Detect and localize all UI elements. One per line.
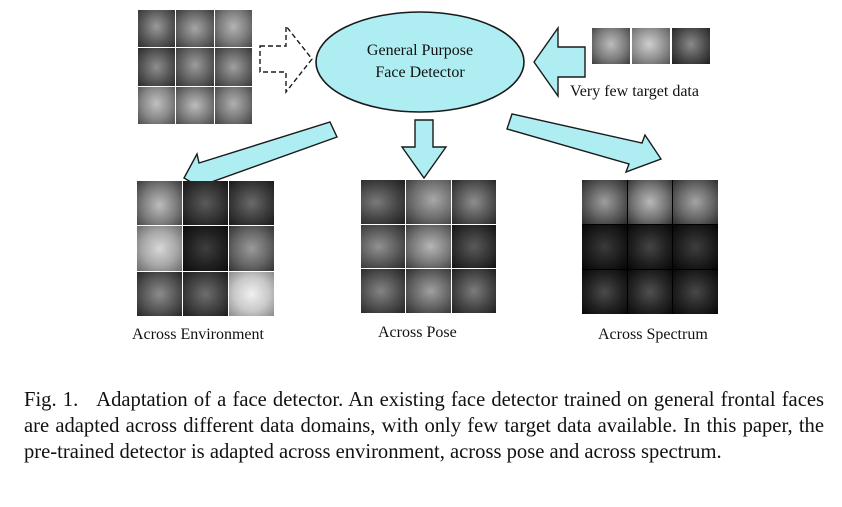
face-thumbnail — [451, 224, 496, 269]
face-thumbnail — [582, 225, 627, 269]
face-thumbnail — [582, 270, 627, 314]
pose-label: Across Pose — [378, 324, 457, 341]
face-thumbnail — [138, 48, 176, 86]
face-thumbnail — [627, 270, 673, 314]
spectrum-label: Across Spectrum — [598, 326, 708, 343]
face-thumbnail — [361, 269, 406, 313]
face-thumbnail — [406, 224, 451, 269]
face-thumbnail — [138, 86, 176, 124]
source-face-grid — [138, 10, 252, 124]
face-thumbnail — [229, 181, 274, 226]
face-thumbnail — [229, 226, 274, 271]
face-thumbnail — [183, 181, 228, 226]
face-thumbnail — [451, 180, 496, 224]
face-thumbnail — [229, 271, 274, 316]
arrow-to-spectrum — [506, 113, 663, 174]
face-thumbnail — [672, 28, 710, 64]
face-thumbnail — [137, 226, 182, 271]
face-thumbnail — [592, 28, 630, 64]
detector-ellipse — [315, 11, 525, 113]
target-data-arrow — [533, 25, 586, 99]
diagram-canvas — [183, 11, 663, 194]
figure-caption: Fig. 1.Adaptation of a face detector. An… — [24, 387, 824, 465]
pose-face-grid — [361, 180, 496, 313]
face-thumbnail — [214, 86, 252, 124]
environment-label: Across Environment — [132, 326, 264, 343]
environment-face-grid — [137, 181, 274, 316]
face-thumbnail — [176, 48, 214, 86]
face-thumbnail — [673, 225, 718, 269]
face-thumbnail — [138, 10, 176, 48]
face-thumbnail — [176, 86, 214, 124]
detector-label: General Purpose Face Detector — [316, 40, 524, 84]
face-thumbnail — [406, 180, 451, 224]
face-thumbnail — [627, 180, 673, 224]
face-thumbnail — [406, 269, 451, 313]
detector-label-line1: General Purpose — [366, 42, 474, 59]
face-thumbnail — [214, 48, 252, 86]
face-thumbnail — [361, 180, 406, 224]
target-face-strip — [592, 28, 710, 64]
face-thumbnail — [137, 271, 182, 316]
face-thumbnail — [137, 181, 182, 226]
face-thumbnail — [673, 270, 718, 314]
face-thumbnail — [582, 180, 627, 224]
dashed-input-arrow — [259, 23, 313, 95]
caption-prefix: Fig. 1. — [24, 389, 79, 411]
face-thumbnail — [183, 226, 228, 271]
face-thumbnail — [451, 269, 496, 313]
face-thumbnail — [183, 271, 228, 316]
spectrum-face-grid — [582, 180, 718, 314]
target-data-label: Very few target data — [570, 83, 699, 100]
face-thumbnail — [214, 10, 252, 48]
face-thumbnail — [673, 180, 718, 224]
face-thumbnail — [632, 28, 670, 64]
face-thumbnail — [361, 224, 406, 269]
caption-text: Adaptation of a face detector. An existi… — [24, 389, 824, 463]
detector-label-line2: Face Detector — [375, 64, 465, 81]
face-thumbnail — [176, 10, 214, 48]
arrow-to-pose — [400, 119, 448, 180]
face-thumbnail — [627, 225, 673, 269]
